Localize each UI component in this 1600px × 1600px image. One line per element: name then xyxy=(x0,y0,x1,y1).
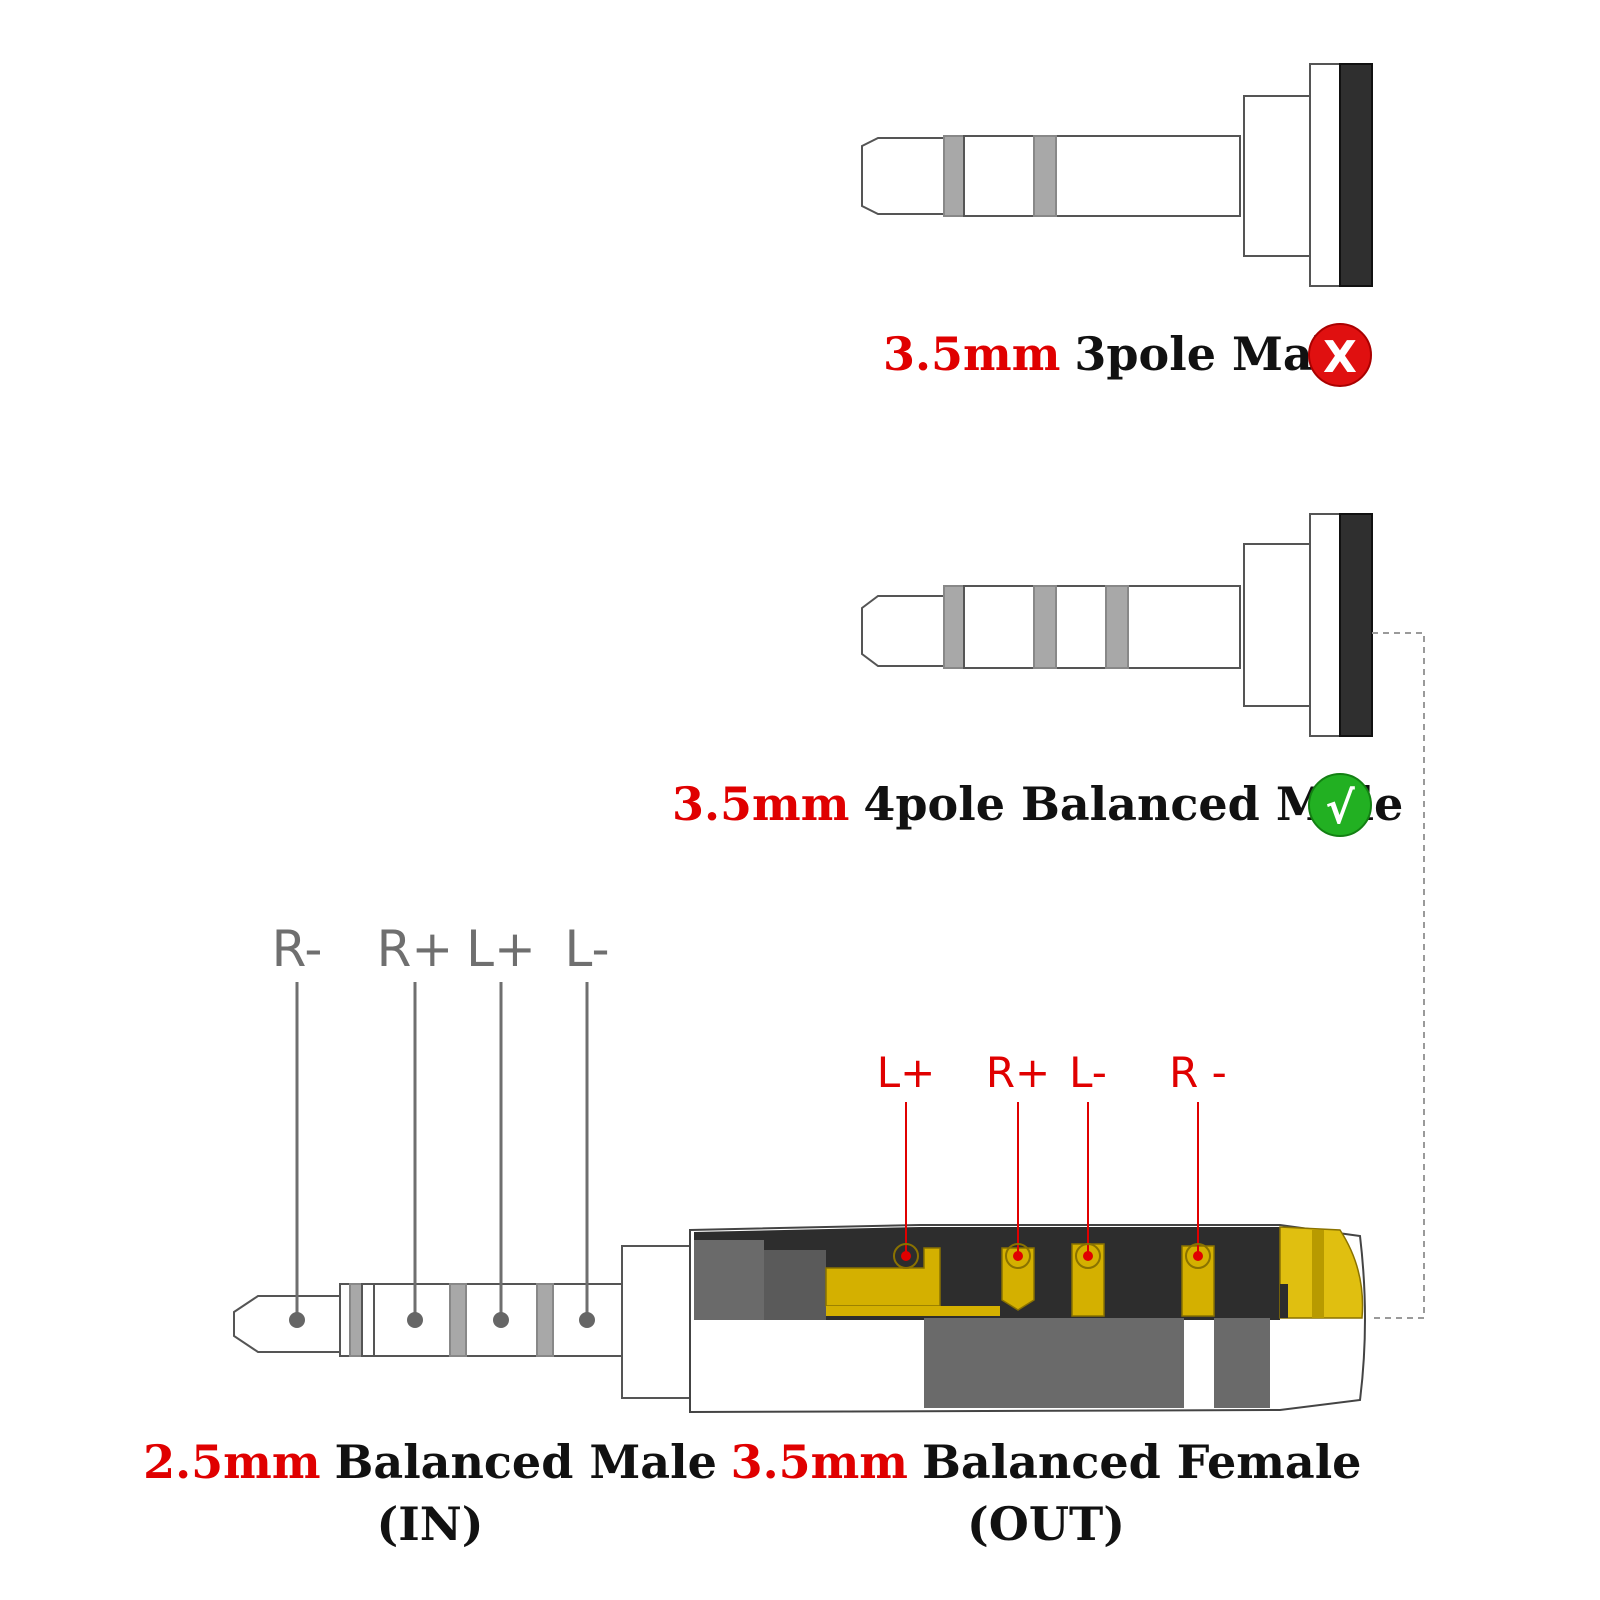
svg-text:R+: R+ xyxy=(377,920,454,978)
plug-3pole-collar xyxy=(1243,95,1311,257)
male-25-ring0b xyxy=(361,1283,375,1357)
male-25-collar xyxy=(621,1245,695,1399)
svg-text:L+: L+ xyxy=(877,1048,936,1097)
svg-text:R+: R+ xyxy=(986,1048,1050,1097)
female-35-drawing xyxy=(689,1224,1366,1414)
female-35-contact-r-plus xyxy=(1001,1247,1035,1311)
plug-3pole-ring xyxy=(943,135,965,217)
male-25-insulator2 xyxy=(536,1283,554,1357)
male-25-insulator1 xyxy=(449,1283,467,1357)
female-35-lower-block-2 xyxy=(1214,1318,1270,1408)
plug-4pole-collar-ring xyxy=(1309,513,1341,737)
female-35-inner-block-2 xyxy=(764,1250,826,1320)
plug-3pole-tip xyxy=(861,137,959,215)
svg-text:X: X xyxy=(1323,332,1357,383)
female-35-gold-nose-groove xyxy=(1312,1230,1324,1318)
female-35-sub: (OUT) xyxy=(967,1497,1125,1551)
male-25-pin-r-plus: R+ xyxy=(377,920,454,1328)
plug-4pole-collar xyxy=(1243,543,1311,707)
female-35-pin-r-plus: R+ xyxy=(986,1048,1050,1269)
male-25-sub: (IN) xyxy=(376,1497,483,1551)
female-35-nose-slot xyxy=(1280,1284,1288,1318)
female-35-pins: L+ R+ L- R - xyxy=(877,1048,1227,1269)
plug-4pole-sleeve xyxy=(963,585,1241,669)
female-35-lower-block-1 xyxy=(924,1318,1184,1408)
connection-dashed-line xyxy=(1372,632,1425,1319)
female-35-inner-block-1 xyxy=(694,1240,764,1320)
female-35-contact-base xyxy=(826,1306,1000,1316)
svg-text:L+: L+ xyxy=(466,920,536,978)
female-35-pin-r-minus: R - xyxy=(1169,1048,1227,1269)
male-25-pins: R- R+ L+ L- xyxy=(272,920,610,1328)
plug-3pole-drawing xyxy=(861,63,1373,287)
check-icon: √ xyxy=(1308,773,1372,837)
cross-icon: X xyxy=(1308,323,1372,387)
plug-3pole-sleeve xyxy=(963,135,1241,217)
male-25-pin-r-minus: R- xyxy=(272,920,323,1328)
male-25-pin-l-plus: L+ xyxy=(466,920,536,1328)
plug-4pole-ring1 xyxy=(943,585,965,669)
plug-3pole-insulator xyxy=(1033,135,1057,217)
male-25-tip-collar xyxy=(339,1283,351,1357)
svg-text:L-: L- xyxy=(564,920,609,978)
svg-text:L-: L- xyxy=(1069,1048,1107,1097)
plug-3pole-handle xyxy=(1339,63,1373,287)
male-25-pin-l-minus: L- xyxy=(564,920,610,1328)
female-35-contact-l-minus xyxy=(1071,1243,1105,1317)
plug-4pole-insulator2 xyxy=(1105,585,1129,669)
svg-text:R-: R- xyxy=(272,920,323,978)
plug-4pole-handle xyxy=(1339,513,1373,737)
plug-3pole-collar-ring xyxy=(1309,63,1341,287)
svg-text:R -: R - xyxy=(1169,1048,1227,1097)
male-25-ring0 xyxy=(349,1283,363,1357)
plug-4pole-drawing xyxy=(861,513,1373,737)
svg-text:√: √ xyxy=(1325,783,1355,834)
female-35-pin-l-minus: L- xyxy=(1069,1048,1107,1269)
female-35-pin-l-plus: L+ xyxy=(877,1048,936,1269)
plug-4pole-insulator1 xyxy=(1033,585,1057,669)
